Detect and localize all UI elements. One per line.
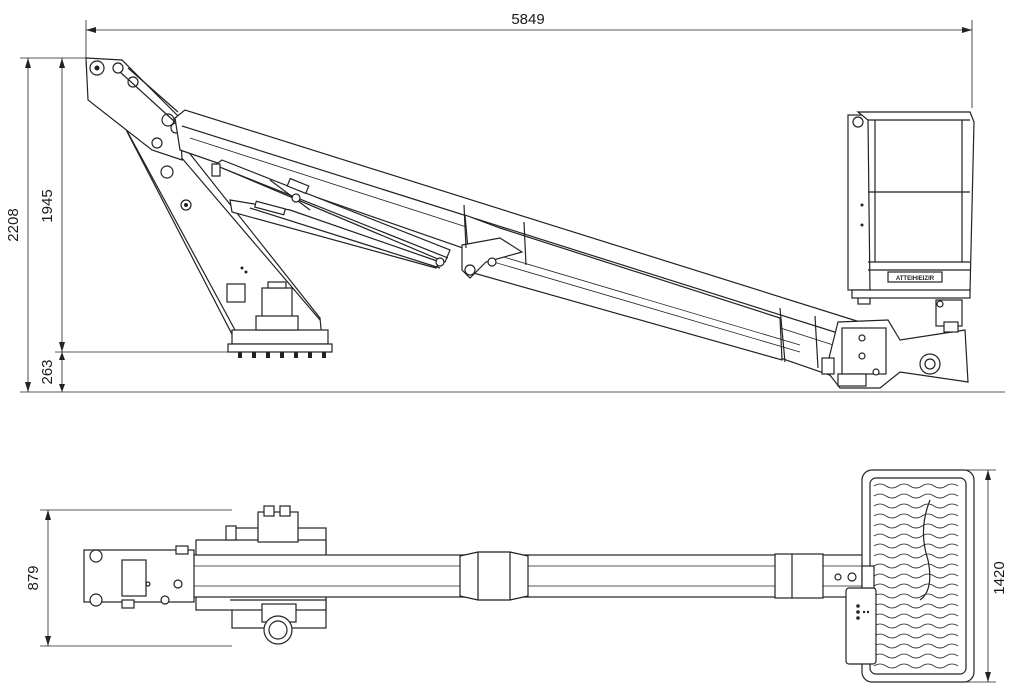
dim-platform-height: 1945 [39, 58, 65, 352]
side-cylinder [211, 159, 451, 269]
dim-overall-length-label: 5849 [511, 11, 544, 28]
platform-floor-pattern [873, 483, 959, 669]
side-jib [821, 291, 969, 389]
side-view: ATTEIHIEIZIR [85, 57, 975, 389]
dim-base-width-label: 879 [25, 565, 42, 590]
top-boom [83, 545, 871, 609]
top-view: 879 1420 [25, 469, 1008, 683]
dim-base-width: 879 [25, 509, 232, 647]
side-platform-basket: ATTEIHIEIZIR [847, 111, 975, 299]
top-platform [845, 469, 975, 683]
dim-platform-width-label: 1420 [991, 561, 1008, 594]
dim-overall-height: 2208 [5, 57, 90, 392]
dim-platform-width: 1420 [960, 469, 1008, 683]
dim-ground-clearance: 263 [39, 351, 232, 392]
dim-platform-height-label: 1945 [39, 189, 56, 222]
dim-overall-length: 5849 [85, 11, 973, 108]
base-bolts [238, 352, 326, 358]
dim-ground-clearance-label: 263 [39, 359, 56, 384]
dim-overall-height-label: 2208 [5, 208, 22, 241]
platform-plate-text: ATTEIHIEIZIR [896, 276, 935, 282]
